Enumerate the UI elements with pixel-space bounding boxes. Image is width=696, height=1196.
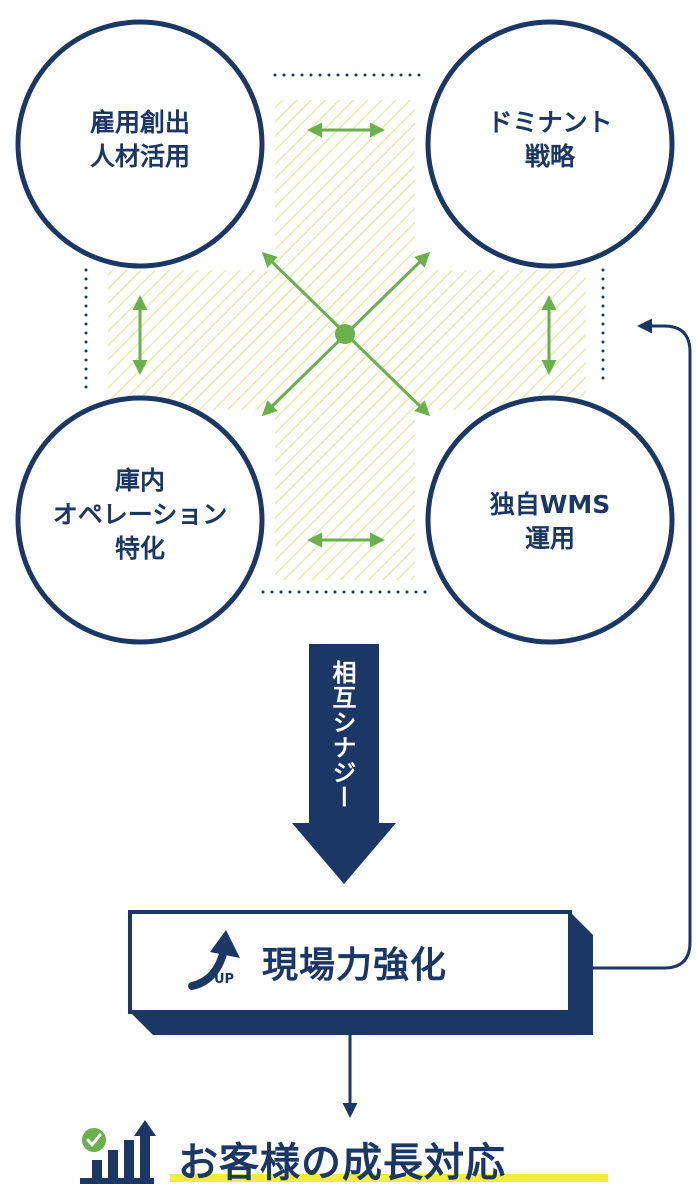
node-bottom-right-label: 独自WMS 運用 [450, 488, 650, 556]
node-bottom-left-line-1: 庫内 [114, 466, 165, 495]
node-top-right-line-1: ドミナント [487, 108, 613, 137]
dotted-frame [84, 73, 605, 594]
growth-chart-icon [80, 1120, 156, 1184]
circle-bottom-right [425, 395, 675, 645]
node-top-left-label: 雇用創出 人材活用 [40, 106, 240, 174]
node-top-left-line-2: 人材活用 [89, 141, 190, 171]
center-dot [335, 324, 355, 344]
up-arrow-icon [188, 930, 240, 990]
circle-top-left [15, 19, 265, 269]
circle-bottom-left [15, 395, 265, 645]
node-top-right-label: ドミナント 戦略 [450, 106, 650, 174]
outcome-title: お客様の成長対応 [178, 1140, 506, 1186]
result-title: 現場力強化 [262, 945, 448, 986]
outcome-highlight [170, 1174, 608, 1182]
node-top-right-line-2: 戦略 [524, 141, 575, 171]
node-bottom-right-line-2: 運用 [524, 523, 575, 553]
synergy-arrow [292, 644, 396, 884]
node-bottom-left-line-2: オペレーション [52, 499, 228, 529]
node-bottom-right-line-1: 独自WMS [489, 490, 611, 519]
up-label: UP [214, 972, 235, 987]
node-bottom-left-line-3: 特化 [114, 533, 165, 563]
circle-top-right [425, 19, 675, 269]
synergy-label: 相互シナジー [328, 660, 356, 810]
node-bottom-left-label: 庫内 オペレーション 特化 [40, 464, 240, 565]
result-box [128, 910, 593, 1035]
check-icon [82, 1128, 106, 1152]
node-top-left-line-1: 雇用創出 [89, 108, 190, 137]
feedback-arrow [593, 318, 692, 970]
